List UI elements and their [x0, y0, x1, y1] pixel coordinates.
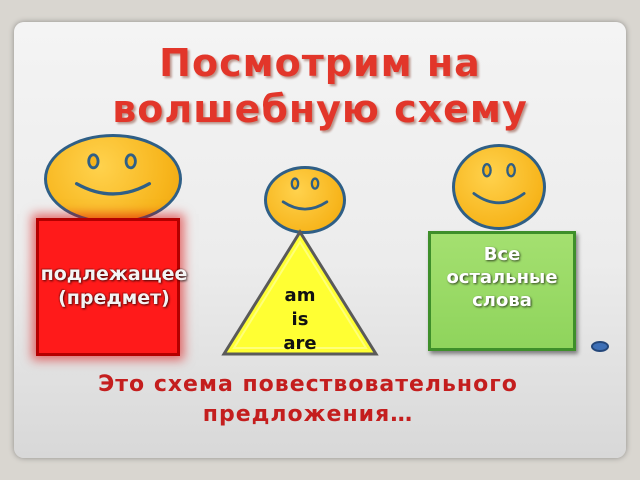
- subject-label-line-2: (предмет): [58, 287, 170, 309]
- subject-label: подлежащее (предмет): [14, 262, 214, 310]
- rest-words-line-2: остальные: [446, 267, 558, 288]
- rest-words-label: Все остальные слова: [428, 243, 576, 312]
- smiley-features: [74, 153, 152, 196]
- verb-triangle: [221, 229, 379, 356]
- rest-words-line-1: Все: [483, 244, 521, 265]
- slide-title: Посмотрим на волшебную схему: [0, 40, 640, 132]
- title-line-2: волшебную схему: [112, 87, 528, 131]
- title-line-1: Посмотрим на: [159, 41, 481, 85]
- verb-am: am: [284, 285, 316, 306]
- rest-words-line-3: слова: [472, 290, 532, 311]
- footer-line-1: Это схема повествовательного: [98, 372, 518, 397]
- smiley-features: [472, 163, 526, 205]
- nav-dot-icon[interactable]: [591, 341, 609, 352]
- verb-label: am is are: [260, 284, 340, 356]
- smiley-features: [281, 177, 329, 211]
- smiley-face-icon: [264, 166, 346, 234]
- footer-line-2: предложения…: [202, 402, 414, 427]
- rest-words-box: [428, 231, 576, 351]
- smiley-face-icon: [44, 134, 182, 224]
- subject-box: [36, 218, 180, 356]
- smiley-face-icon: [452, 144, 546, 230]
- verb-is: is: [291, 309, 309, 330]
- footer-caption: Это схема повествовательного предложения…: [0, 370, 616, 430]
- subject-label-line-1: подлежащее: [40, 263, 188, 285]
- verb-are: are: [283, 333, 317, 354]
